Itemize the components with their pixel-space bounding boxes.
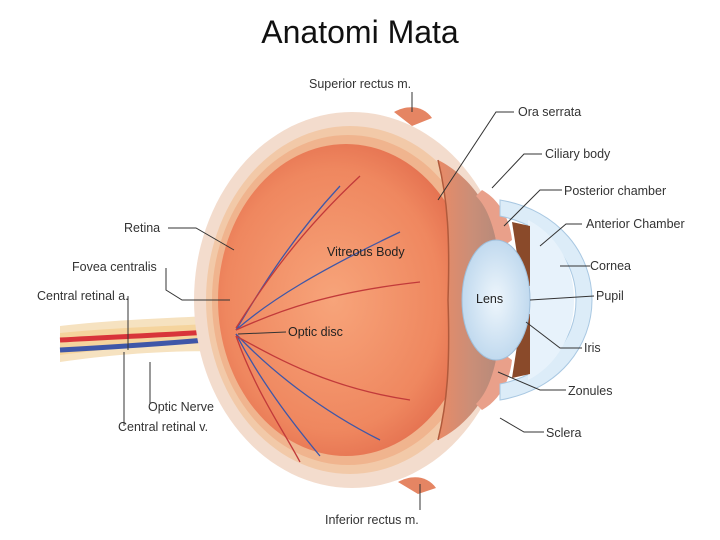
label-retina: Retina	[124, 221, 160, 235]
inferior-rectus-muscle	[398, 477, 436, 494]
label-ora-serrata: Ora serrata	[518, 105, 581, 119]
label-superior-rectus: Superior rectus m.	[309, 77, 411, 91]
vitreous-body	[218, 144, 474, 456]
label-ciliary-body: Ciliary body	[545, 147, 611, 161]
label-central-retinal-vein: Central retinal v.	[118, 420, 208, 434]
label-central-retinal-artery: Central retinal a.	[37, 289, 129, 303]
label-optic-nerve: Optic Nerve	[148, 400, 214, 414]
label-anterior-chamber: Anterior Chamber	[586, 217, 685, 231]
label-vitreous-body: Vitreous Body	[327, 245, 405, 259]
label-sclera: Sclera	[546, 426, 581, 440]
label-cornea: Cornea	[590, 259, 631, 273]
label-posterior-chamber: Posterior chamber	[564, 184, 666, 198]
label-inferior-rectus: Inferior rectus m.	[325, 513, 419, 527]
label-iris: Iris	[584, 341, 601, 355]
label-pupil: Pupil	[596, 289, 624, 303]
label-fovea-centralis: Fovea centralis	[72, 260, 157, 274]
label-optic-disc: Optic disc	[288, 325, 343, 339]
label-zonules: Zonules	[568, 384, 612, 398]
label-lens: Lens	[476, 292, 503, 306]
